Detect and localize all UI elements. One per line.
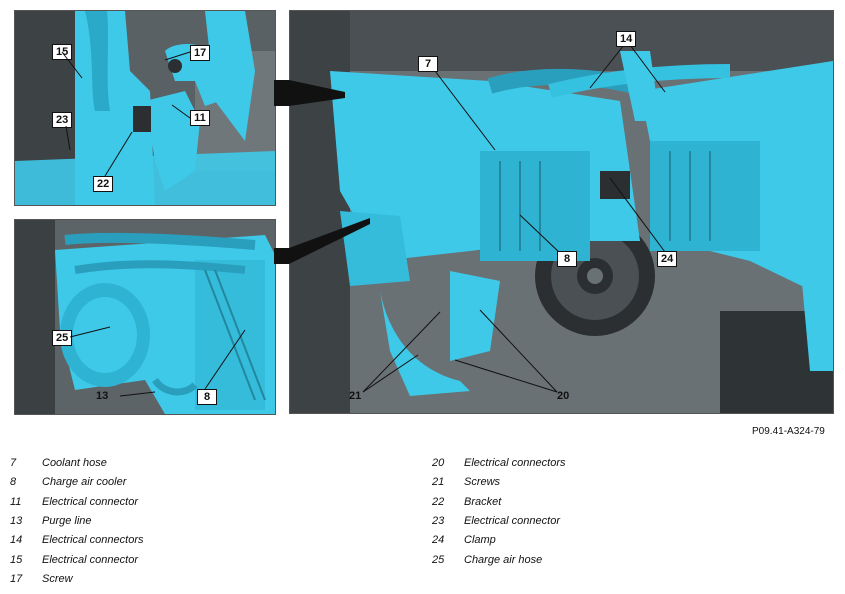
callout-8-main: 8 [557, 251, 577, 267]
callout-22: 22 [93, 176, 114, 192]
legend-text: Coolant hose [42, 457, 107, 469]
legend-num: 20 [432, 457, 445, 469]
callout-14: 14 [616, 31, 637, 47]
callout-13: 13 [96, 390, 109, 402]
legend-text: Electrical connector [42, 496, 138, 508]
legend-text: Charge air cooler [42, 476, 127, 488]
legend-text: Electrical connectors [42, 534, 144, 546]
callout-20: 20 [557, 390, 570, 402]
callout-7: 7 [418, 56, 438, 72]
legend-right: 20 Electrical connectors 21 Screws 22 Brack… [432, 457, 832, 592]
legend-num: 23 [432, 515, 445, 527]
callout-17: 17 [190, 45, 211, 61]
legend-text: Purge line [42, 515, 92, 527]
callout-25: 25 [52, 330, 73, 346]
callout-11: 11 [190, 110, 210, 126]
legend-num: 24 [432, 534, 445, 546]
callout-21: 21 [349, 390, 362, 402]
legend-num: 15 [10, 554, 23, 566]
detail-illustration-charge-air-hose [15, 220, 275, 414]
callout-23: 23 [52, 112, 73, 128]
legend-text: Electrical connector [42, 554, 138, 566]
detail-panel-top-left [14, 10, 276, 206]
callout-8-detail: 8 [197, 389, 217, 405]
legend-num: 17 [10, 573, 23, 585]
legend-num: 13 [10, 515, 23, 527]
main-engine-panel [289, 10, 834, 414]
detail-illustration-connectors [15, 11, 275, 205]
legend-text: Bracket [464, 496, 502, 508]
legend-num: 7 [10, 457, 17, 469]
legend-num: 22 [432, 496, 445, 508]
engine-illustration [290, 11, 833, 413]
legend-text: Screws [464, 476, 501, 488]
callout-15: 15 [52, 44, 73, 60]
legend-num: 14 [10, 534, 23, 546]
legend-text: Charge air hose [464, 554, 543, 566]
legend-text: Electrical connectors [464, 457, 566, 469]
callout-24: 24 [657, 251, 678, 267]
legend-text: Clamp [464, 534, 496, 546]
legend-num: 21 [432, 476, 445, 488]
legend-num: 8 [10, 476, 17, 488]
detail-panel-bottom-left [14, 219, 276, 415]
figure-id: P09.41-A324-79 [752, 426, 825, 437]
legend-num: 25 [432, 554, 445, 566]
legend-text: Electrical connector [464, 515, 560, 527]
legend-text: Screw [42, 573, 73, 585]
legend-num: 11 [10, 496, 22, 508]
